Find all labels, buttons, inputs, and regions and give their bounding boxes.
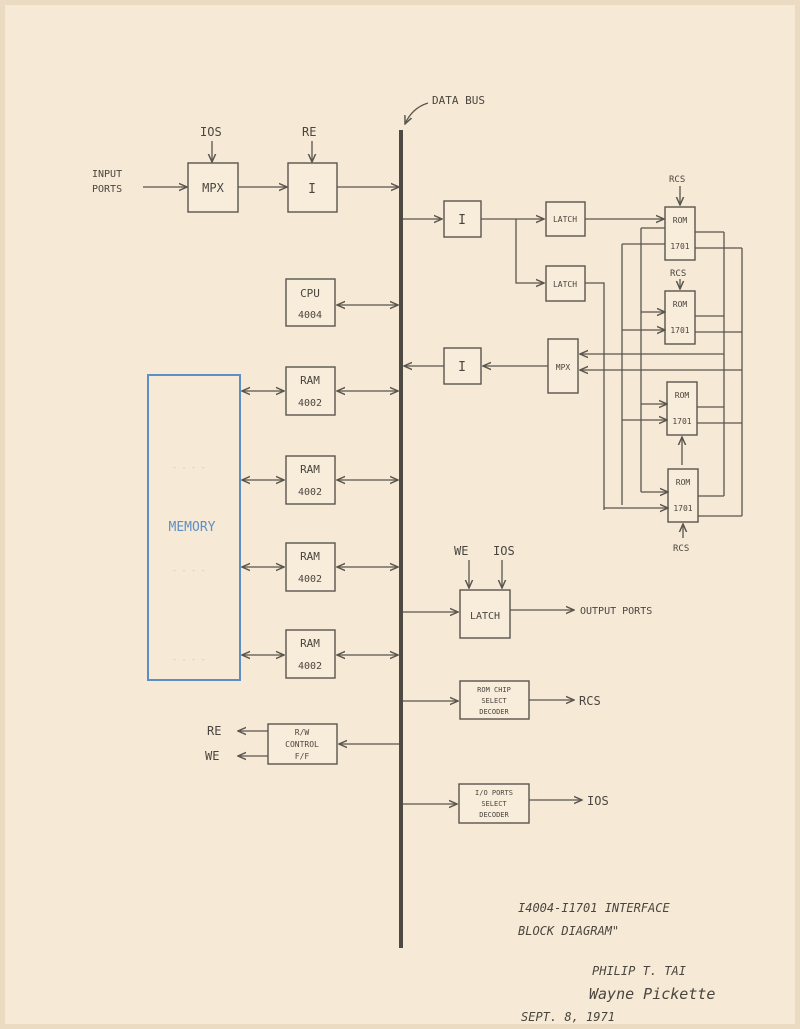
rom-part-2: 1701 <box>670 326 689 335</box>
rom-name-4: ROM <box>676 478 691 487</box>
memory-faint-mark-3: - - - - <box>172 655 206 664</box>
io-decoder-line-3: DECODER <box>479 811 509 819</box>
rom-mpx-label: MPX <box>556 363 571 372</box>
rom-inverter-bottom-label: I <box>458 360 466 375</box>
rom-part-3: 1701 <box>672 417 691 426</box>
ram-name-3: RAM <box>300 550 320 563</box>
output-latch-label: LATCH <box>470 611 500 622</box>
diagram-title-line-1: I4004-I1701 INTERFACE <box>518 901 670 915</box>
io-decoder-box <box>458 783 530 824</box>
diagram-title-line-2: BLOCK DIAGRAM" <box>518 924 619 938</box>
input-mpx-box <box>187 162 239 213</box>
rom-name-3: ROM <box>675 391 690 400</box>
rom-box-1 <box>664 206 696 261</box>
latch-1-label: LATCH <box>553 215 577 224</box>
rom-inverter-top-box <box>443 200 482 238</box>
output-ports-label: OUTPUT PORTS <box>580 606 652 617</box>
rcs-label-bottom: RCS <box>673 544 689 554</box>
rom-mpx-box <box>547 338 579 394</box>
author-name-2: Wayne Pickette <box>589 985 715 1003</box>
rw-line-1: R/W <box>295 728 310 737</box>
io-decoder-out-label: IOS <box>587 794 609 808</box>
rw-control-box <box>267 723 338 765</box>
rom-part-1: 1701 <box>670 242 689 251</box>
input-mpx-label: MPX <box>202 181 224 195</box>
rom-decoder-line-1: ROM CHIP <box>477 686 511 694</box>
ram-box-1 <box>285 366 336 416</box>
ram-part-2: 4002 <box>298 487 322 498</box>
memory-box <box>147 374 241 681</box>
rw-line-3: F/F <box>295 752 310 761</box>
cpu-part: 4004 <box>298 310 322 321</box>
output-we-label: WE <box>454 544 468 558</box>
cpu-name: CPU <box>300 287 320 300</box>
ram-box-3 <box>285 542 336 592</box>
rom-decoder-line-2: SELECT <box>481 697 507 705</box>
re-label-top: RE <box>302 125 316 139</box>
rom-box-4 <box>667 468 699 523</box>
rw-we-label: WE <box>205 749 219 763</box>
memory-faint-mark-2: - - - - <box>172 566 206 575</box>
data-bus-pointer <box>405 102 429 124</box>
output-ios-label: IOS <box>493 544 515 558</box>
ram-part-3: 4002 <box>298 574 322 585</box>
ram-part-1: 4002 <box>298 398 322 409</box>
latch-2-label: LATCH <box>553 280 577 289</box>
input-ports-label-1: INPUT <box>92 169 122 180</box>
ram-name-1: RAM <box>300 374 320 387</box>
ram-name-2: RAM <box>300 463 320 476</box>
io-decoder-line-2: SELECT <box>481 800 507 808</box>
rom-inverter-bottom-box <box>443 347 482 385</box>
ram-part-4: 4002 <box>298 661 322 672</box>
input-inverter-box <box>287 162 338 213</box>
memory-faint-mark-1: - - - - <box>172 463 206 472</box>
rom-decoder-out-label: RCS <box>579 694 601 708</box>
latch2-to-roms-line <box>585 282 605 510</box>
output-latch-box <box>459 589 511 639</box>
inv-to-latch2-arrow <box>515 219 544 283</box>
input-ports-label-2: PORTS <box>92 184 122 195</box>
rom-box-3 <box>666 381 698 436</box>
rcs-label-top-2: RCS <box>670 269 686 279</box>
rw-re-label: RE <box>207 724 221 738</box>
rom-name-2: ROM <box>673 300 688 309</box>
diagram-date: SEPT. 8, 1971 <box>521 1010 615 1024</box>
memory-label: MEMORY <box>169 520 216 535</box>
cpu-box <box>285 278 336 327</box>
ram-box-2 <box>285 455 336 505</box>
rom-name-1: ROM <box>673 216 688 225</box>
io-decoder-line-1: I/O PORTS <box>475 789 513 797</box>
rw-line-2: CONTROL <box>285 740 319 749</box>
data-bus-label: DATA BUS <box>432 94 485 107</box>
ram-box-4 <box>285 629 336 679</box>
rom-decoder-line-3: DECODER <box>479 708 509 716</box>
rom-inverter-top-label: I <box>458 213 466 228</box>
rom-part-4: 1701 <box>673 504 692 513</box>
input-inverter-label: I <box>308 182 316 197</box>
author-name-1: PHILIP T. TAI <box>592 964 686 978</box>
rom-box-2 <box>664 290 696 345</box>
ram-name-4: RAM <box>300 637 320 650</box>
rom-decoder-box <box>459 680 530 720</box>
ios-label-top: IOS <box>200 125 222 139</box>
rcs-label-top-1: RCS <box>669 175 685 185</box>
